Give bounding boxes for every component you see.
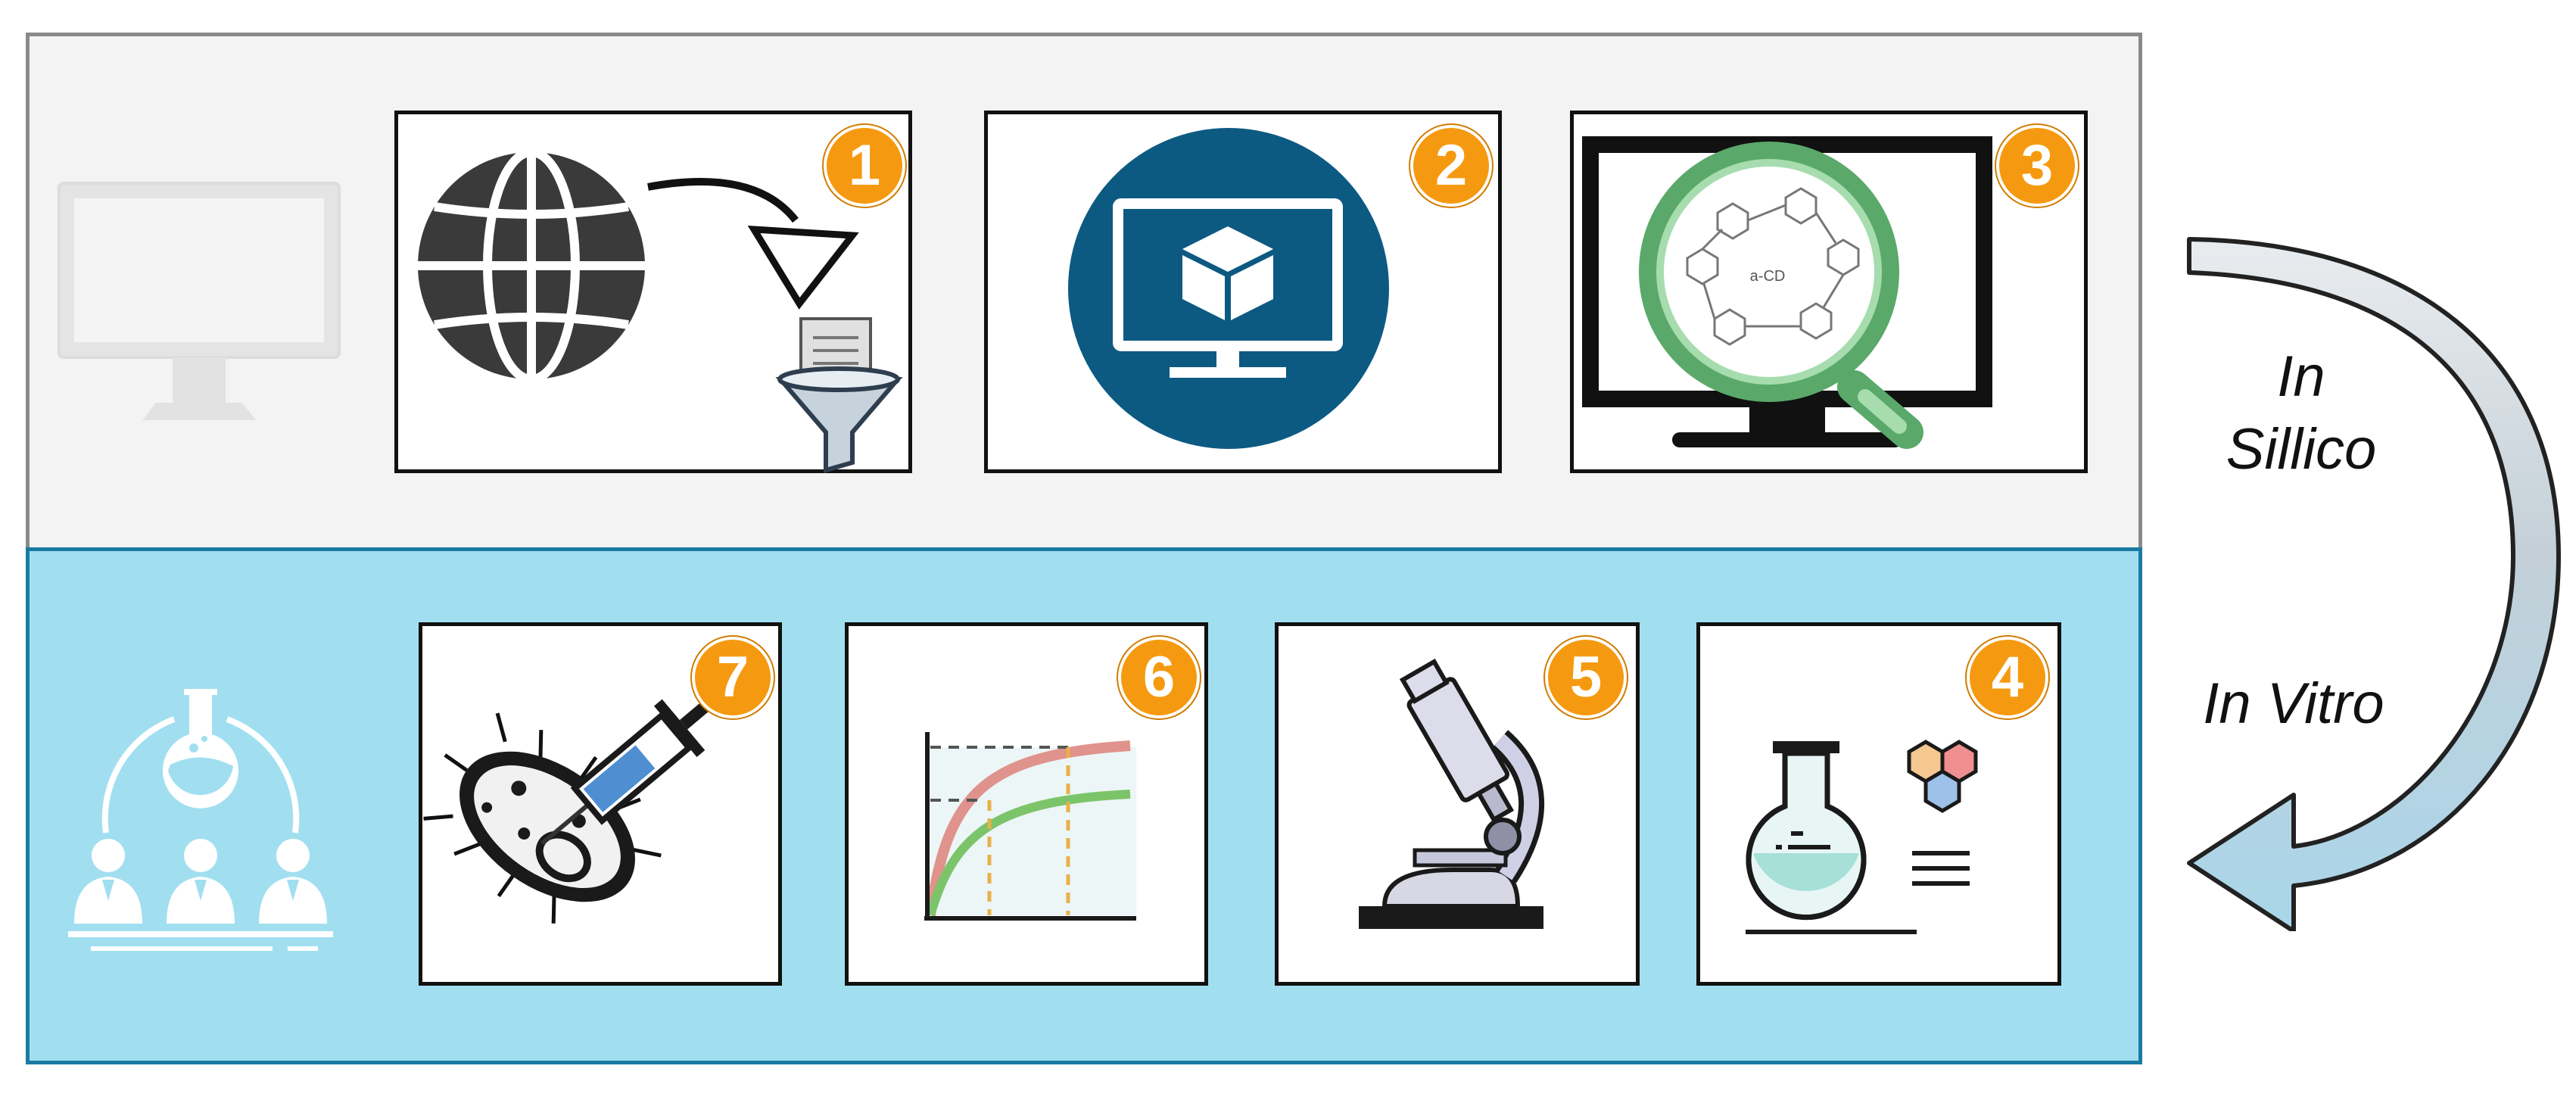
cycle-arrow-icon [2187,237,2561,931]
step-badge: 2 [1410,125,1492,207]
step-5-panel: 5 [1275,622,1640,986]
microscope-icon [1359,658,1545,929]
svg-text:a-CD: a-CD [1750,268,1786,285]
step-4-panel: 4 [1696,622,2061,986]
step-badge: 6 [1118,637,1200,718]
step-badge: 5 [1545,637,1627,718]
monitor-magnifier-molecule-icon: a-CD [1582,136,1992,449]
in-silico-label: In Sillico [2195,341,2407,486]
step-7-panel: 7 [419,622,782,986]
step-1-panel: 1 [394,111,912,473]
step-badge: 1 [824,125,905,207]
monitor-cube-icon [1068,128,1389,449]
step-6-panel: 6 [845,622,1208,986]
web-data-filter-icon [418,148,903,473]
step-3-panel: a-CD 3 [1570,111,2088,473]
in-silico-label-line2: Sillico [2226,417,2377,481]
lab-team-flask-icon [68,689,333,951]
step-badge: 4 [1967,637,2048,718]
flask-hexagons-icon [1746,740,1978,934]
step-badge: 7 [692,637,774,718]
in-vitro-label: In Vitro [2203,672,2384,736]
step-2-panel: 2 [984,111,1502,473]
in-silico-label-line1: In [2277,344,2325,409]
computer-monitor-icon [58,182,341,420]
step-badge: 3 [1996,125,2078,207]
growth-curve-chart-icon [924,732,1136,921]
